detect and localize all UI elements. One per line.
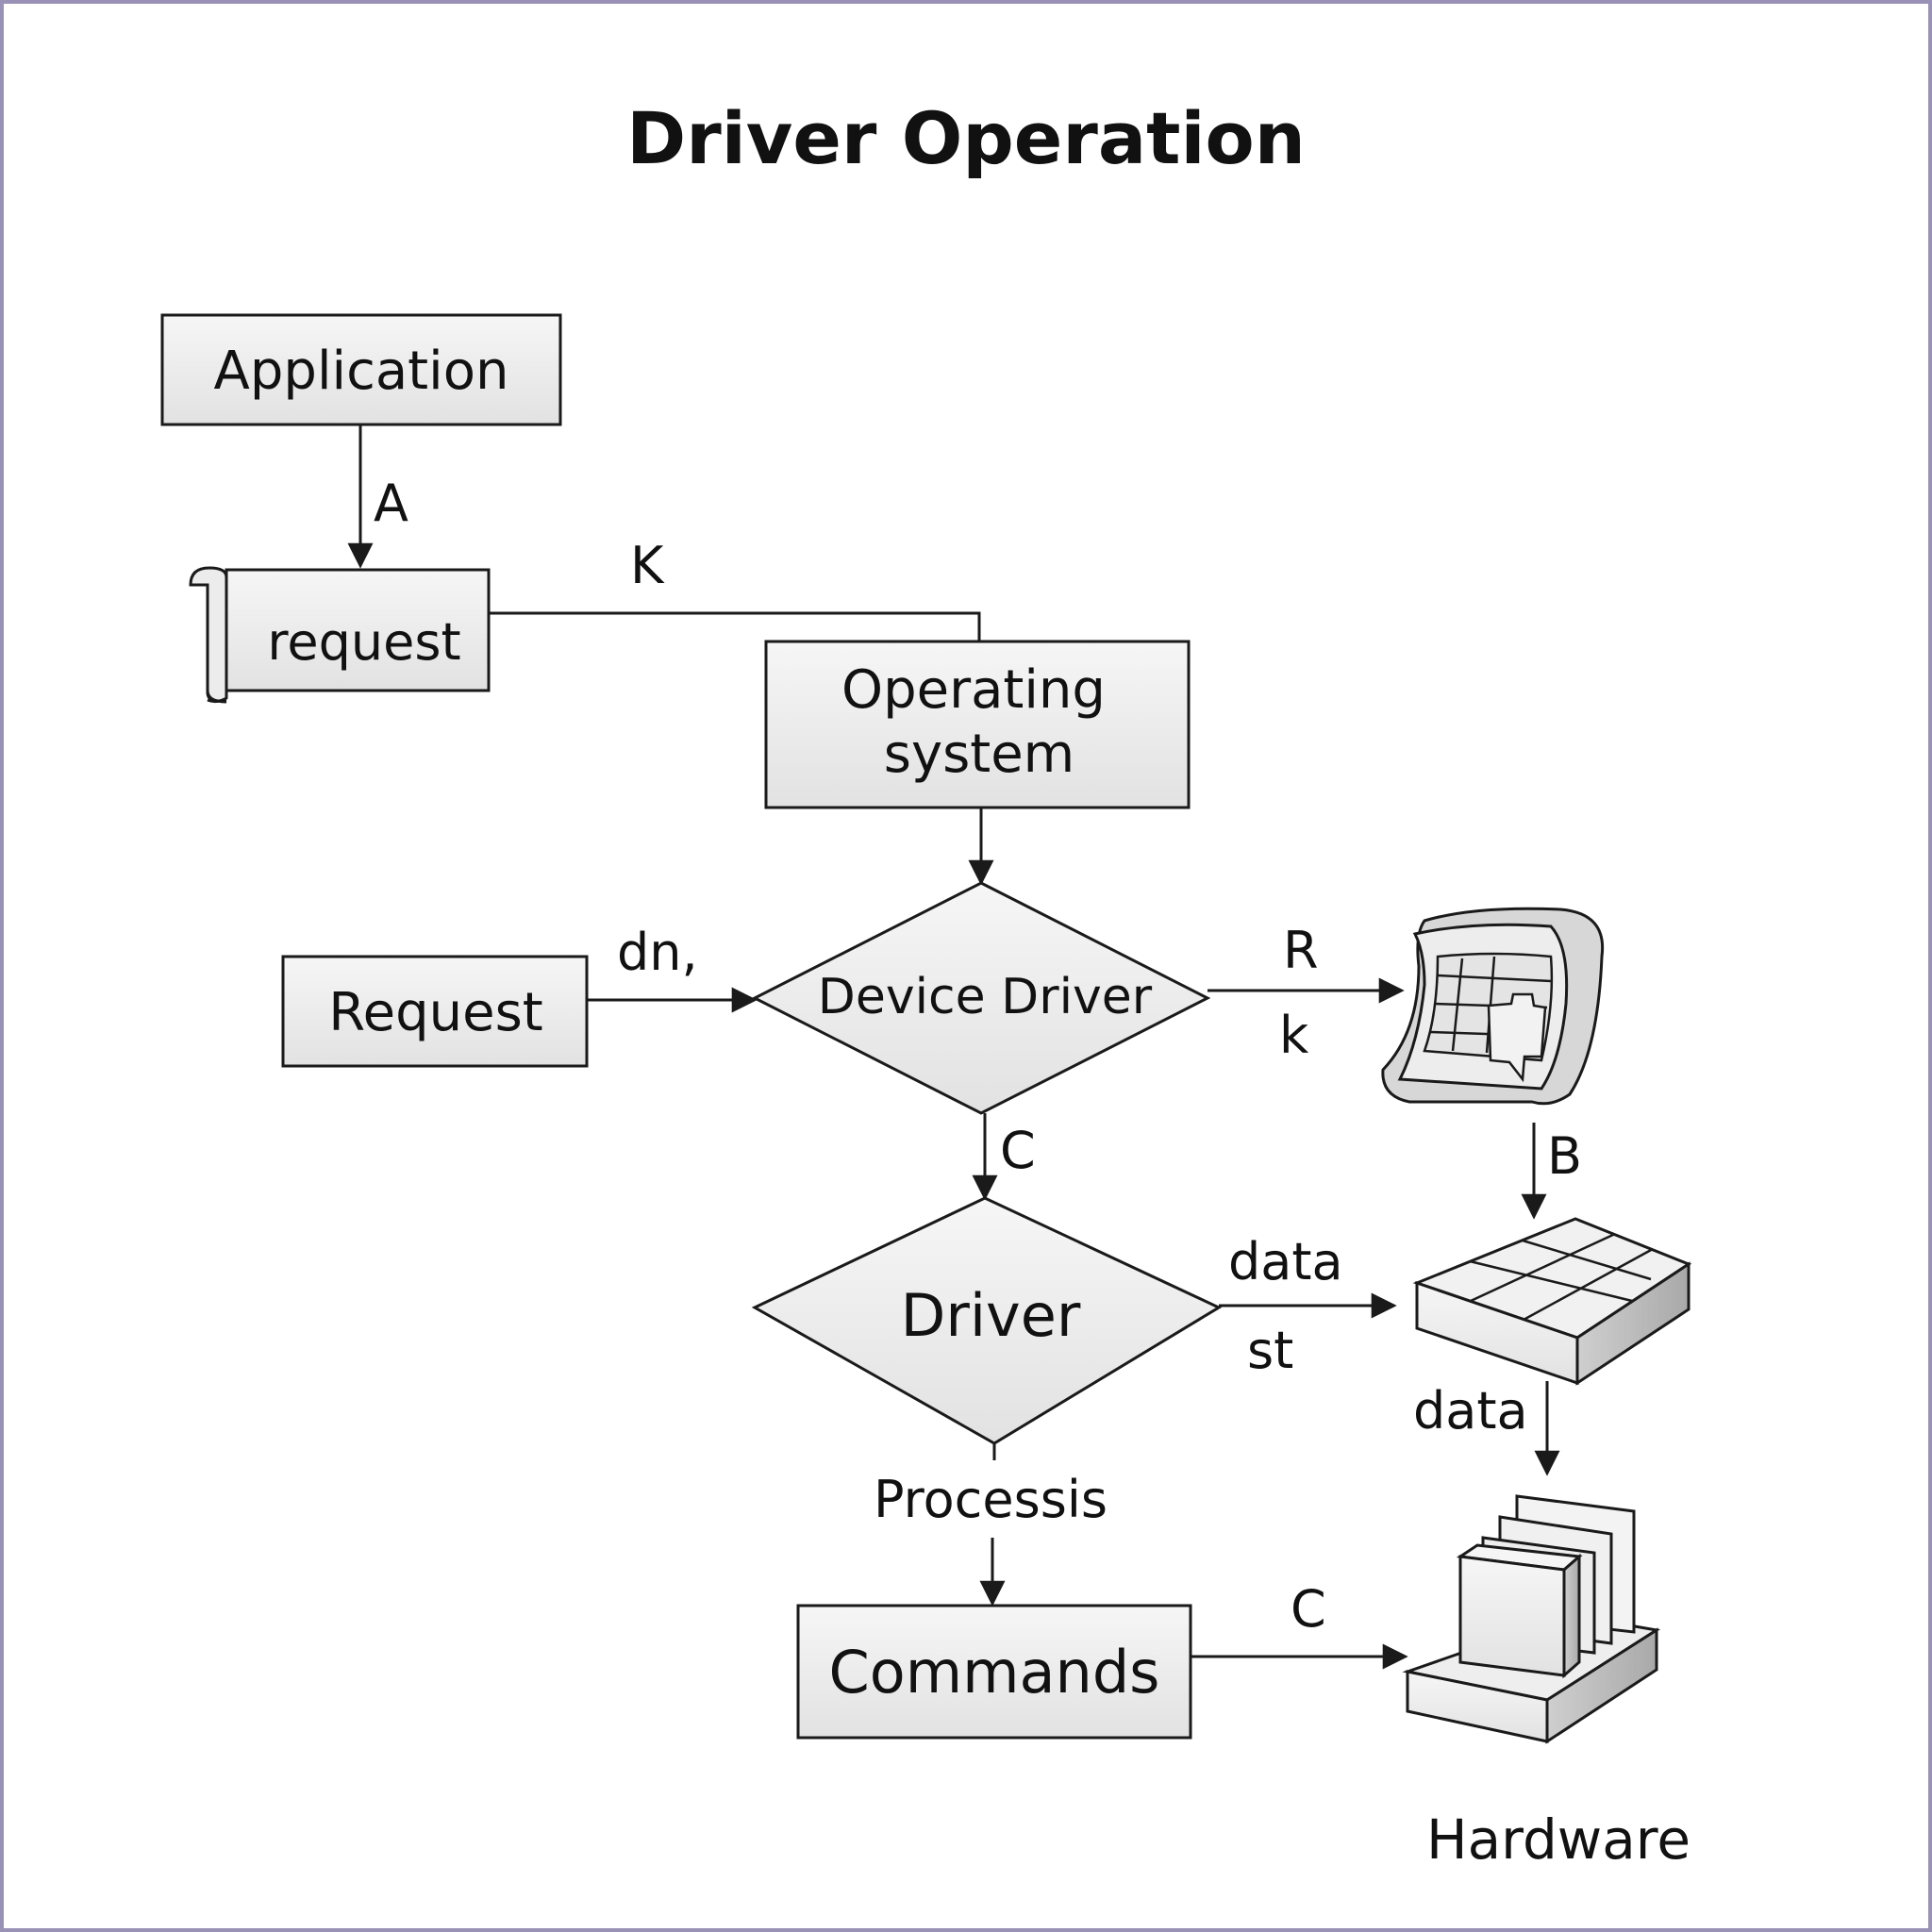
edge-label-k: K (630, 536, 665, 595)
request-box-label: Request (328, 982, 542, 1043)
edge-label-b: B (1547, 1126, 1582, 1186)
driver-node: Driver (751, 1196, 1223, 1445)
edge-label-data-lower: data (1413, 1381, 1528, 1441)
flowchart-canvas: Application A request K Operating system… (160, 313, 1692, 1872)
processis-label: Processis (874, 1470, 1108, 1529)
hardware-label: Hardware (1426, 1807, 1690, 1872)
request-box-node: Request (281, 955, 589, 1068)
os-label-line2: system (884, 724, 1074, 785)
edge-request-to-os (489, 611, 981, 641)
os-label-line1: Operating (841, 659, 1106, 721)
edge-label-data-upper: data (1228, 1232, 1343, 1291)
edge-label-c-lower: C (1291, 1579, 1326, 1639)
driver-label: Driver (901, 1281, 1081, 1350)
memory-grid-icon (1412, 1217, 1692, 1386)
diagram-title: Driver Operation (626, 96, 1306, 180)
request-scroll-label: request (267, 612, 460, 672)
operating-system-node: Operating system (764, 640, 1191, 809)
application-node: Application (160, 313, 562, 426)
device-driver-node: Device Driver (751, 881, 1211, 1115)
device-driver-label: Device Driver (818, 969, 1153, 1025)
edge-label-a: A (374, 474, 408, 533)
commands-node: Commands (796, 1604, 1192, 1740)
hardware-icon (1402, 1494, 1661, 1744)
edge-label-r: R (1283, 921, 1319, 980)
edge-label-dn: dn, (617, 923, 698, 982)
edge-label-c-upper: C (1000, 1121, 1036, 1180)
application-label: Application (214, 341, 509, 402)
edge-label-st: st (1247, 1321, 1293, 1380)
edge-label-k-small: k (1279, 1006, 1309, 1065)
display-panel-icon (1381, 907, 1605, 1106)
request-scroll-node: request (189, 566, 491, 704)
commands-label: Commands (829, 1638, 1160, 1707)
